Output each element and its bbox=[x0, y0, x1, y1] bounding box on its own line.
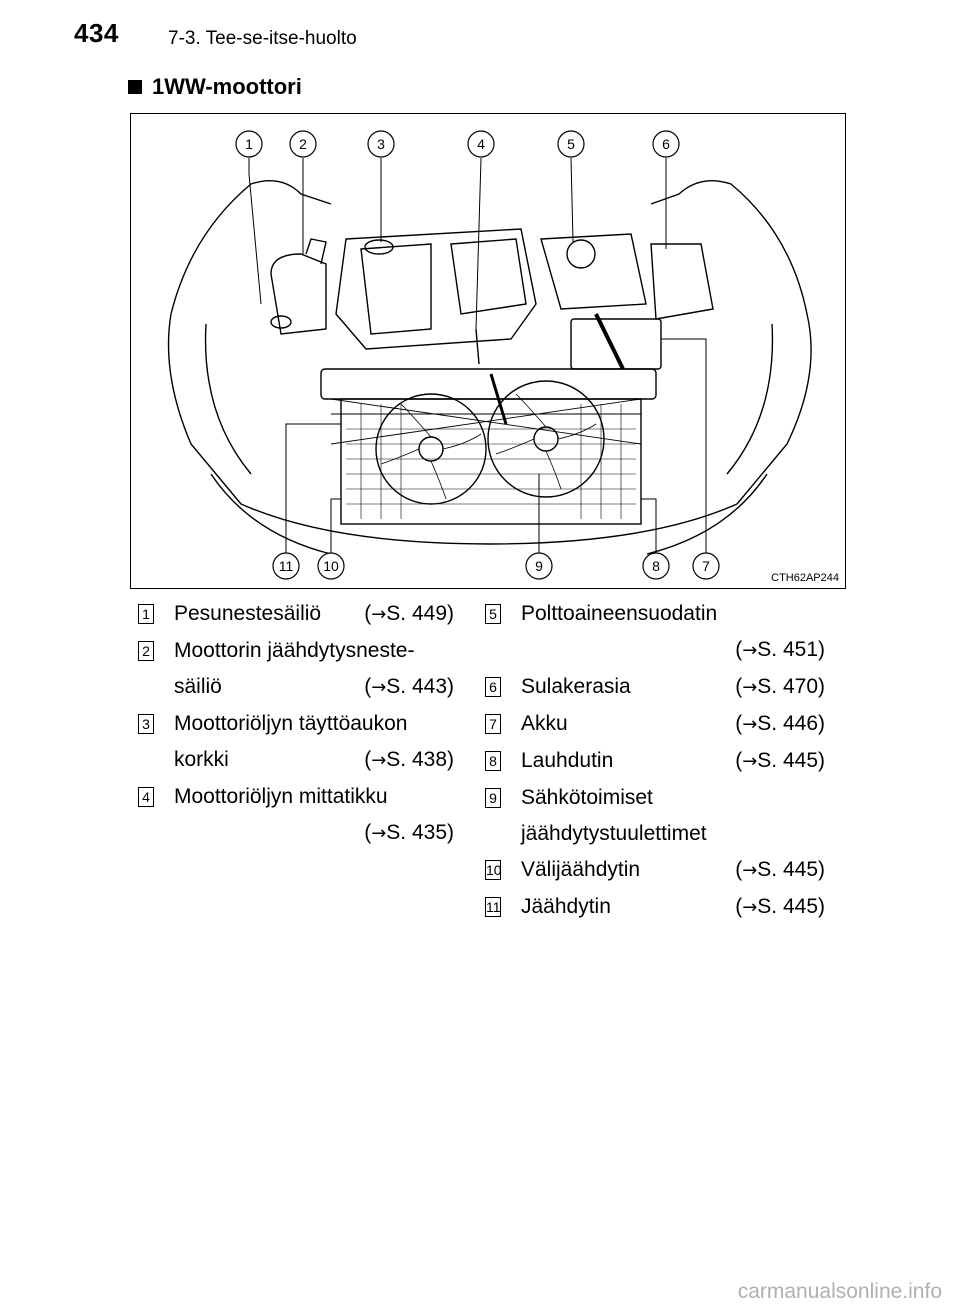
legend-label: Sulakerasia bbox=[521, 675, 631, 698]
engine-bay-drawing: 1 2 3 4 5 6 11 10 9 8 7 bbox=[167, 130, 812, 580]
callout-4: 4 bbox=[477, 136, 485, 152]
page-reference: (→S. 438) bbox=[364, 748, 454, 771]
legend-item: 1 Pesunestesäiliö (→S. 449) bbox=[138, 596, 454, 633]
legend-number: 8 bbox=[485, 751, 501, 771]
legend-label: korkki bbox=[174, 748, 229, 771]
legend-number: 4 bbox=[138, 787, 154, 807]
page-reference: (→S. 446) bbox=[735, 712, 825, 735]
arrow-right-icon: → bbox=[371, 677, 387, 698]
page-reference: (→S. 443) bbox=[364, 675, 454, 698]
legend-label: jäähdytystuulettimet bbox=[521, 822, 707, 845]
legend-text-line: Akku (→S. 446) bbox=[521, 706, 825, 743]
callout-2: 2 bbox=[299, 136, 307, 152]
legend-text-line: Välijäähdytin (→S. 445) bbox=[521, 852, 825, 889]
legend-item: 5 Polttoaineensuodatin (→S. 451) bbox=[485, 596, 825, 669]
page-reference: (→S. 470) bbox=[735, 675, 825, 698]
legend-text-line: säiliö (→S. 443) bbox=[174, 669, 454, 706]
legend-item: 7 Akku (→S. 446) bbox=[485, 706, 825, 743]
arrow-right-icon: → bbox=[742, 751, 758, 772]
legend-label: Sähkötoimiset bbox=[521, 786, 653, 809]
legend-number: 5 bbox=[485, 604, 501, 624]
legend-item: 6 Sulakerasia (→S. 470) bbox=[485, 669, 825, 706]
arrow-right-icon: → bbox=[371, 750, 387, 771]
legend-number: 1 bbox=[138, 604, 154, 624]
callout-8: 8 bbox=[652, 558, 660, 574]
legend-label: Jäähdytin bbox=[521, 895, 611, 918]
legend-text-line: Jäähdytin (→S. 445) bbox=[521, 889, 825, 926]
legend-item: 9 Sähkötoimiset jäähdytystuulettimet bbox=[485, 780, 825, 852]
arrow-right-icon: → bbox=[371, 604, 387, 625]
callout-3: 3 bbox=[377, 136, 385, 152]
arrow-right-icon: → bbox=[742, 677, 758, 698]
arrow-right-icon: → bbox=[742, 640, 758, 661]
legend-left-column: 1 Pesunestesäiliö (→S. 449) 2 Moottorin jääh… bbox=[138, 596, 454, 852]
legend-label: Moottorin jäähdytysneste- bbox=[174, 639, 415, 662]
legend-number: 7 bbox=[485, 714, 501, 734]
legend-item: 2 Moottorin jäähdytysneste-säiliö (→S. 443… bbox=[138, 633, 454, 706]
legend-number: 10 bbox=[485, 860, 502, 880]
page-reference: (→S. 451) bbox=[735, 638, 825, 661]
legend-item: 10 Välijäähdytin (→S. 445) bbox=[485, 852, 825, 889]
legend-text-line: Pesunestesäiliö (→S. 449) bbox=[174, 596, 454, 633]
legend-label: säiliö bbox=[174, 675, 222, 698]
page-reference: (→S. 445) bbox=[735, 895, 825, 918]
legend-right-column: 5 Polttoaineensuodatin (→S. 451) 6 Sulakeras… bbox=[485, 596, 825, 926]
legend-text-line: Polttoaineensuodatin bbox=[521, 596, 825, 632]
legend-label: Lauhdutin bbox=[521, 749, 614, 772]
legend-label: Moottoriöljyn täyttöaukon bbox=[174, 712, 408, 735]
arrow-right-icon: → bbox=[742, 897, 758, 918]
figure-code: CTH62AP244 bbox=[771, 572, 839, 584]
callout-5: 5 bbox=[567, 136, 575, 152]
watermark: carmanualsonline.info bbox=[737, 1280, 942, 1303]
callout-6: 6 bbox=[662, 136, 670, 152]
legend-number: 2 bbox=[138, 641, 154, 661]
page-number: 434 bbox=[74, 18, 119, 48]
legend-text-line: korkki (→S. 438) bbox=[174, 742, 454, 779]
legend-ref-line: (→S. 451) bbox=[521, 632, 825, 669]
callout-1: 1 bbox=[245, 136, 253, 152]
callout-7: 7 bbox=[702, 558, 710, 574]
legend-text-line: Moottoriöljyn mittatikku bbox=[174, 779, 454, 815]
legend-item: 4 Moottoriöljyn mittatikku (→S. 435) bbox=[138, 779, 454, 852]
legend-text-line: jäähdytystuulettimet bbox=[521, 816, 825, 852]
legend-item: 11 Jäähdytin (→S. 445) bbox=[485, 889, 825, 926]
page-reference: (→S. 435) bbox=[364, 821, 454, 844]
legend-text-line: Sähkötoimiset bbox=[521, 780, 825, 816]
legend-text-line: Moottoriöljyn täyttöaukon bbox=[174, 706, 454, 742]
legend-label: Välijäähdytin bbox=[521, 858, 641, 881]
section-title: 1WW-moottori bbox=[128, 74, 302, 100]
legend-text-line: Moottorin jäähdytysneste- bbox=[174, 633, 454, 669]
page-reference: (→S. 445) bbox=[735, 749, 825, 772]
legend-text-line: Sulakerasia (→S. 470) bbox=[521, 669, 825, 706]
legend-label: Moottoriöljyn mittatikku bbox=[174, 785, 388, 808]
legend-number: 9 bbox=[485, 788, 501, 808]
legend-label: Pesunestesäiliö bbox=[174, 602, 322, 625]
legend-item: 3 Moottoriöljyn täyttöaukon korkki (→S. 438… bbox=[138, 706, 454, 779]
legend-number: 11 bbox=[485, 897, 501, 917]
arrow-right-icon: → bbox=[742, 714, 758, 735]
legend-number: 6 bbox=[485, 677, 501, 697]
arrow-right-icon: → bbox=[742, 860, 758, 881]
legend-text-line: Lauhdutin (→S. 445) bbox=[521, 743, 825, 780]
engine-bay-illustration: 1 2 3 4 5 6 11 10 9 8 7 CTH62AP244 bbox=[130, 113, 846, 589]
callout-10: 10 bbox=[323, 558, 339, 574]
arrow-right-icon: → bbox=[371, 823, 387, 844]
legend-label: Polttoaineensuodatin bbox=[521, 602, 718, 625]
section-header: 7-3. Tee-se-itse-huolto bbox=[168, 28, 357, 49]
page-reference: (→S. 449) bbox=[364, 602, 454, 625]
legend-ref-line: (→S. 435) bbox=[174, 815, 454, 852]
legend-label: Akku bbox=[521, 712, 568, 735]
callout-9: 9 bbox=[535, 558, 543, 574]
page-reference: (→S. 445) bbox=[735, 858, 825, 881]
legend-number: 3 bbox=[138, 714, 154, 734]
callout-11: 11 bbox=[279, 558, 294, 574]
square-bullet-icon bbox=[128, 80, 142, 94]
section-title-text: 1WW-moottori bbox=[152, 74, 302, 99]
legend-item: 8 Lauhdutin (→S. 445) bbox=[485, 743, 825, 780]
